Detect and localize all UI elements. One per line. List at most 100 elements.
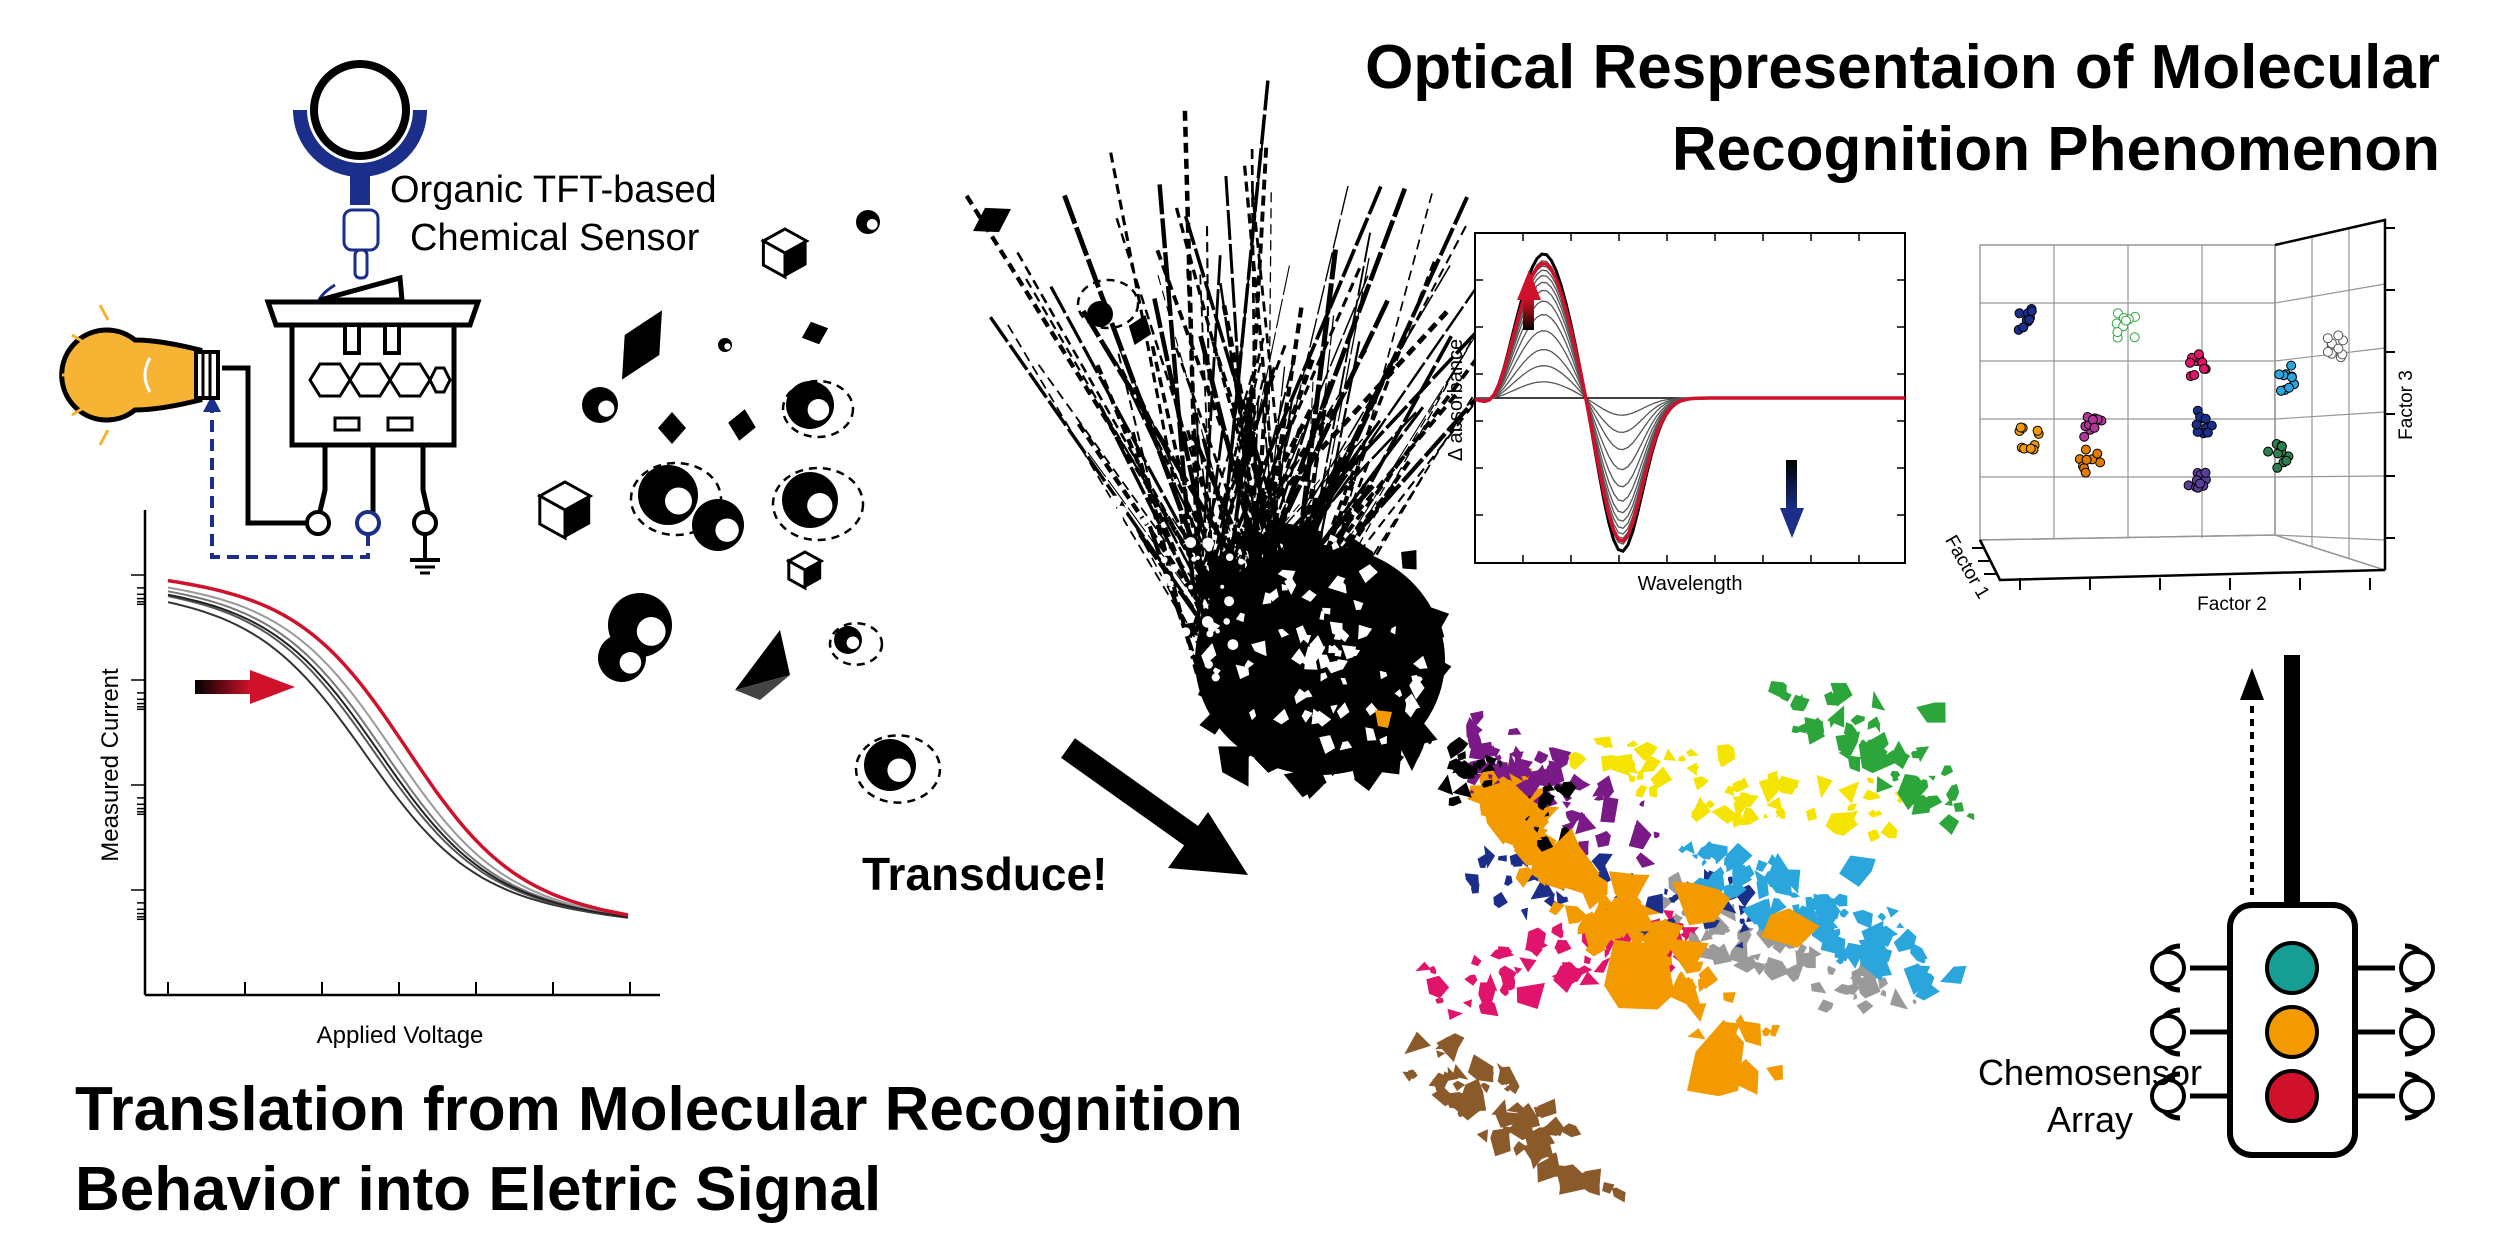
analyte-trail	[781, 379, 855, 439]
color-fragment	[1652, 920, 1684, 946]
color-fragment	[1876, 776, 1894, 793]
color-fragment	[1720, 760, 1727, 767]
analyte-sphere-highlight	[598, 400, 615, 417]
cluster-bubble	[1238, 558, 1245, 565]
pca-data-point	[2189, 370, 2200, 380]
array-pin	[2399, 950, 2435, 986]
absorbance-chart: Wavelength Δ absorbance	[1445, 232, 1906, 595]
terminal-source	[355, 510, 381, 536]
pca-factor3-label: Factor 3	[2396, 370, 2417, 440]
cluster-bubble	[1165, 609, 1175, 618]
color-fragment	[1805, 807, 1818, 821]
color-fragment	[1544, 811, 1550, 817]
sensor-title-line1: Organic TFT-based	[390, 169, 717, 211]
cluster-facet	[1413, 655, 1428, 669]
cluster-streak	[1203, 407, 1335, 595]
color-fragment	[1507, 752, 1524, 782]
color-fragment	[1953, 802, 1964, 812]
pca-data-point	[2286, 360, 2297, 371]
pca-3d-plot: Factor 1 Factor 2 Factor 3	[1940, 218, 2417, 615]
color-fragment	[1686, 1003, 1707, 1022]
pca-data-point	[2032, 425, 2043, 436]
cluster-bubble	[1075, 558, 1086, 569]
color-fragment	[1562, 1123, 1582, 1138]
color-fragment	[1940, 965, 1967, 984]
color-fragment	[1537, 797, 1551, 811]
color-fragment	[1435, 1036, 1453, 1050]
color-fragment	[1632, 824, 1648, 841]
color-fragment	[1404, 1031, 1431, 1055]
cluster-facet	[1301, 589, 1317, 602]
analyte-diamond	[972, 207, 1012, 233]
cluster-streak	[1109, 152, 1199, 603]
color-fragment	[1668, 896, 1677, 903]
cluster-bubble	[1133, 630, 1143, 641]
pca-factor1-label: Factor 1	[1940, 532, 1993, 603]
color-fragment	[1871, 690, 1886, 711]
color-fragment	[1783, 963, 1805, 983]
color-fragment	[1554, 939, 1572, 955]
color-fragment	[1763, 877, 1773, 887]
color-fragment	[1509, 779, 1541, 801]
cluster-shard	[1346, 535, 1378, 573]
cluster-bubble	[1154, 602, 1163, 611]
color-fragment	[1880, 925, 1899, 938]
color-fragment	[1877, 912, 1887, 922]
iv-highlight-curve	[167, 578, 629, 917]
cluster-bubble	[1023, 493, 1028, 498]
color-fragment	[1431, 1087, 1457, 1107]
signal-up-arrows	[2240, 655, 2300, 905]
cluster-shard	[1249, 613, 1272, 638]
color-fragment	[1471, 954, 1482, 967]
color-fragment	[1591, 853, 1613, 873]
color-fragment	[1490, 1128, 1511, 1157]
color-fragment	[1633, 741, 1658, 762]
pca-data-point	[2185, 357, 2195, 368]
color-fragment	[1751, 961, 1766, 976]
pca-grid-line	[2274, 411, 2386, 420]
color-fragment	[1875, 810, 1883, 817]
color-fragment	[1626, 740, 1639, 747]
cluster-bubble	[974, 505, 984, 514]
color-fragment	[1437, 774, 1454, 796]
color-fragment	[1853, 993, 1858, 1001]
cluster-shard	[1323, 685, 1361, 725]
color-fragment	[1796, 943, 1807, 954]
color-fragment	[1494, 754, 1502, 761]
color-fragment	[1682, 841, 1695, 854]
analyte-trail	[828, 621, 884, 667]
iv-y-axis-label: Measured Current	[97, 668, 124, 862]
cluster-facet	[1379, 670, 1388, 680]
cluster-bubble	[1119, 605, 1126, 612]
cluster-facet	[1304, 656, 1318, 670]
cluster-bubble	[1017, 554, 1023, 560]
analyte-sphere-highlight	[636, 617, 666, 646]
color-fragment	[1862, 789, 1881, 801]
cluster-bubble	[1006, 434, 1016, 445]
color-fragment	[1428, 965, 1437, 975]
analyte-cube-dark	[785, 241, 807, 277]
cluster-bubble	[1018, 471, 1030, 484]
cluster-bubble	[1027, 471, 1037, 480]
absorbance-y-axis-label: Δ absorbance	[1445, 339, 1467, 461]
color-fragment	[1940, 765, 1954, 777]
cluster-bubble	[1110, 513, 1123, 526]
color-fragment	[1790, 694, 1810, 712]
color-fragment	[1946, 783, 1960, 801]
color-fragment	[1829, 719, 1836, 729]
cluster-bubble	[1029, 445, 1034, 450]
color-fragment	[1615, 888, 1630, 904]
cluster-bubble	[1185, 537, 1197, 548]
cluster-facet	[1339, 741, 1353, 751]
color-fragment	[1611, 760, 1633, 777]
color-fragment	[1686, 748, 1699, 757]
cluster-bubble	[1188, 584, 1193, 590]
cluster-bubble	[964, 453, 975, 464]
cluster-bubble	[1033, 541, 1040, 547]
cluster-bubble	[1161, 556, 1168, 564]
color-fragment	[1520, 907, 1528, 921]
terminal-drain	[412, 510, 438, 536]
color-fragment	[1593, 957, 1611, 973]
cluster-bubble	[974, 492, 983, 500]
